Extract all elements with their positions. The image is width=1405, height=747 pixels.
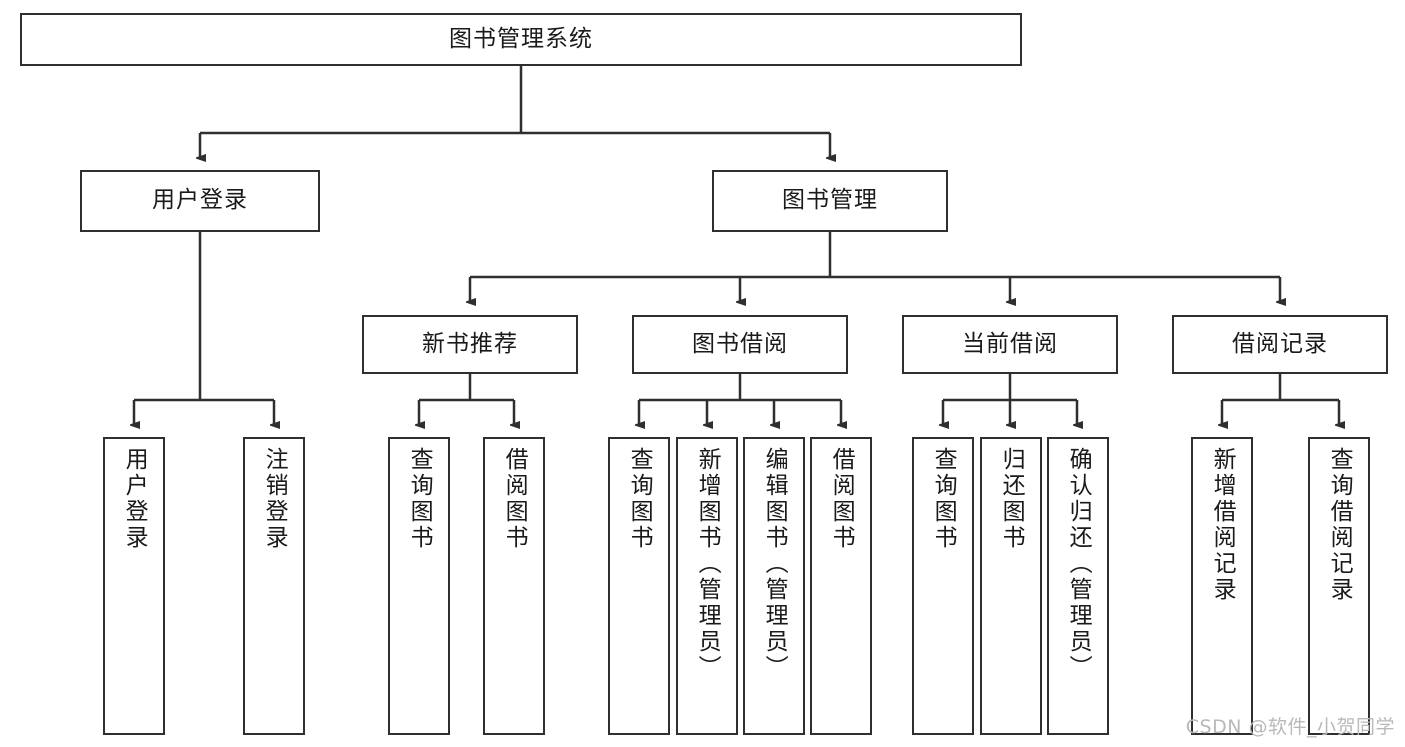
node-label: 借阅图书 — [828, 447, 855, 551]
leaf-query-books-recommend[interactable]: 查询图书 — [388, 437, 450, 735]
node-book-management[interactable]: 图书管理 — [712, 170, 948, 232]
leaf-query-borrow-record[interactable]: 查询借阅记录 — [1308, 437, 1370, 735]
leaf-return-books[interactable]: 归还图书 — [980, 437, 1042, 735]
node-label: 当前借阅 — [962, 330, 1058, 357]
node-label: 新增借阅记录 — [1209, 447, 1236, 603]
node-label: 图书管理系统 — [449, 25, 593, 52]
node-label: 查询图书 — [626, 447, 653, 551]
leaf-add-borrow-record[interactable]: 新增借阅记录 — [1191, 437, 1253, 735]
leaf-borrow-books-borrowing[interactable]: 借阅图书 — [810, 437, 872, 735]
leaf-user-login[interactable]: 用户登录 — [103, 437, 165, 735]
leaf-borrow-books-recommend[interactable]: 借阅图书 — [483, 437, 545, 735]
leaf-logout[interactable]: 注销登录 — [243, 437, 305, 735]
node-label: 注销登录 — [261, 447, 288, 551]
watermark: CSDN @软件_小贺同学 — [1185, 716, 1395, 738]
node-label: 确认归还（管理员） — [1065, 447, 1092, 681]
leaf-query-books-borrowing[interactable]: 查询图书 — [608, 437, 670, 735]
node-root-book-management-system[interactable]: 图书管理系统 — [20, 13, 1022, 66]
node-book-borrowing[interactable]: 图书借阅 — [632, 315, 848, 374]
node-label: 编辑图书（管理员） — [761, 447, 788, 681]
node-label: 图书借阅 — [692, 330, 788, 357]
node-label: 借阅记录 — [1232, 330, 1328, 357]
node-current-borrowing[interactable]: 当前借阅 — [902, 315, 1118, 374]
node-new-book-recommendation[interactable]: 新书推荐 — [362, 315, 578, 374]
leaf-edit-book-admin[interactable]: 编辑图书（管理员） — [743, 437, 805, 735]
node-label: 归还图书 — [998, 447, 1025, 551]
node-label: 新书推荐 — [422, 330, 518, 357]
node-borrow-records[interactable]: 借阅记录 — [1172, 315, 1388, 374]
node-label: 用户登录 — [121, 447, 148, 551]
node-label: 用户登录 — [152, 187, 248, 214]
leaf-confirm-return-admin[interactable]: 确认归还（管理员） — [1047, 437, 1109, 735]
leaf-add-book-admin[interactable]: 新增图书（管理员） — [676, 437, 738, 735]
node-label: 查询图书 — [930, 447, 957, 551]
node-label: 图书管理 — [782, 187, 878, 214]
leaf-query-books-current[interactable]: 查询图书 — [912, 437, 974, 735]
node-label: 新增图书（管理员） — [694, 447, 721, 681]
node-label: 查询借阅记录 — [1326, 447, 1353, 603]
node-label: 借阅图书 — [501, 447, 528, 551]
node-label: 查询图书 — [406, 447, 433, 551]
node-user-login[interactable]: 用户登录 — [80, 170, 320, 232]
